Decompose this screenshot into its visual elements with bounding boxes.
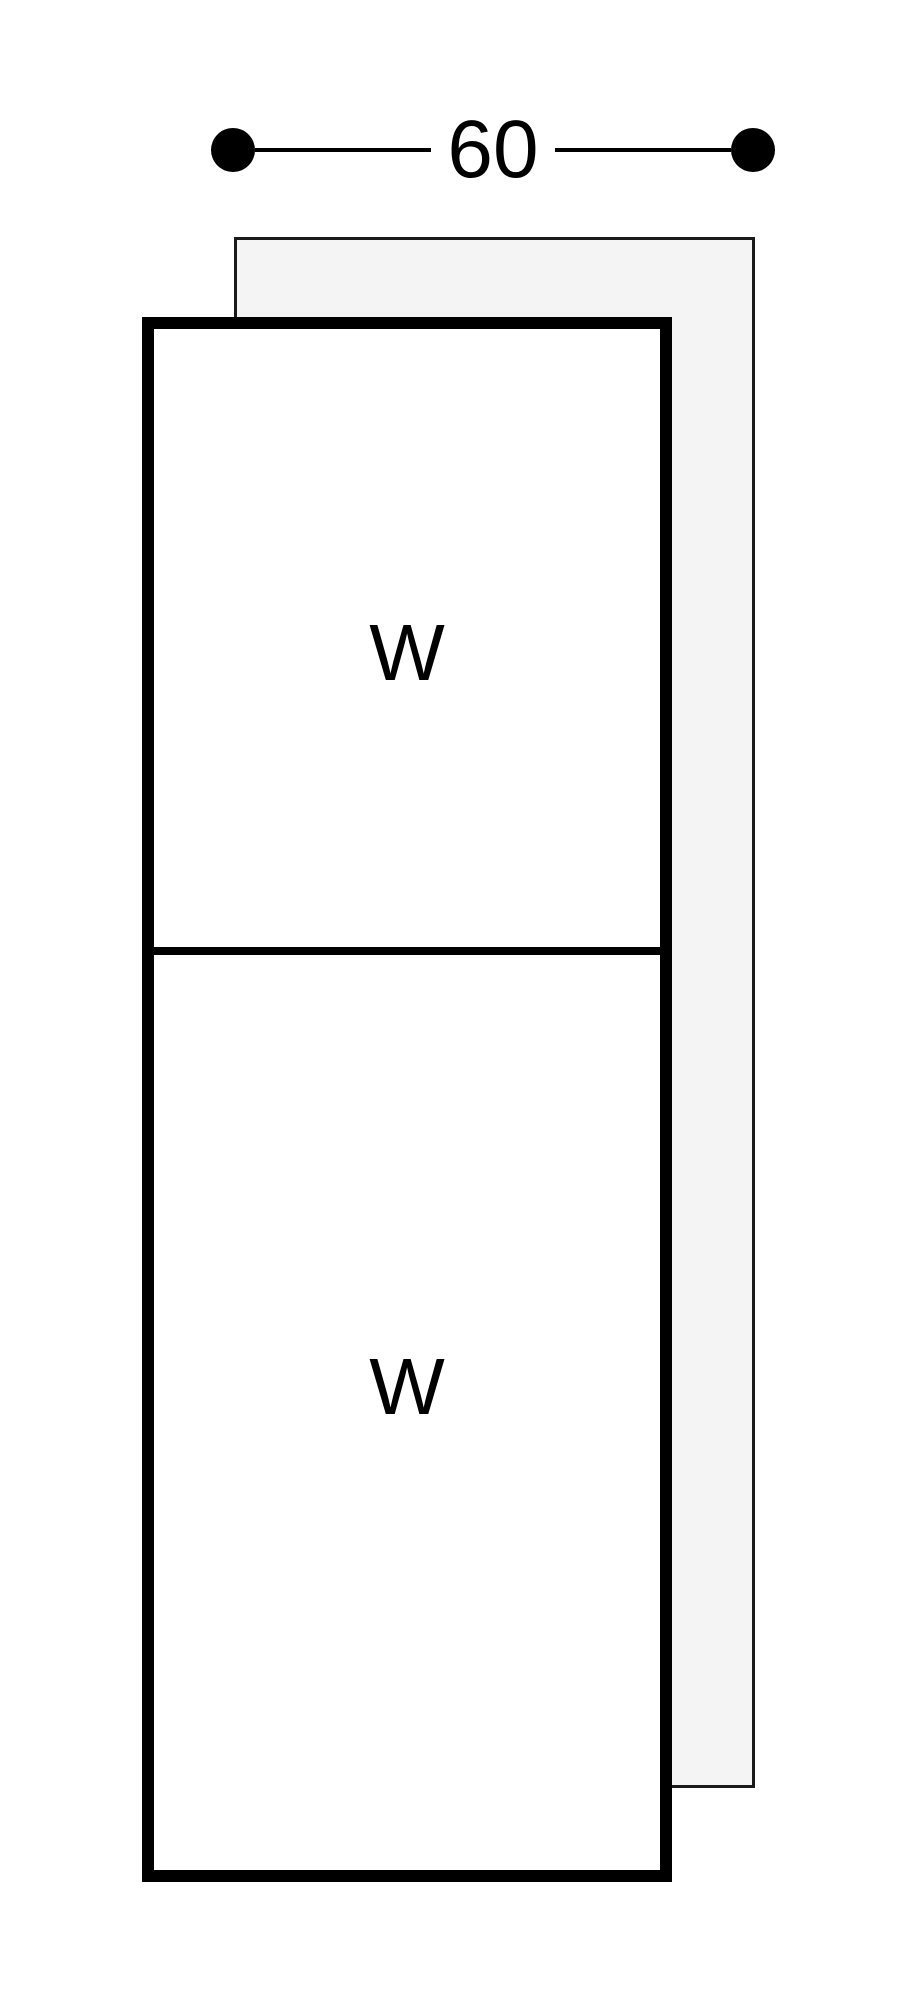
upper-compartment-label: W [369, 608, 445, 697]
dimension-endpoint-dot-left [211, 128, 255, 172]
lower-compartment-label: W [369, 1342, 445, 1431]
width-dimension-value: 60 [447, 104, 539, 195]
dimension-segment-right [554, 148, 731, 152]
compartment-divider [154, 947, 660, 955]
dimension-endpoint-dot-right [731, 128, 775, 172]
appliance-outline [142, 317, 672, 1882]
width-dimension-line: 60 [211, 104, 775, 195]
dimension-segment-left [255, 148, 432, 152]
